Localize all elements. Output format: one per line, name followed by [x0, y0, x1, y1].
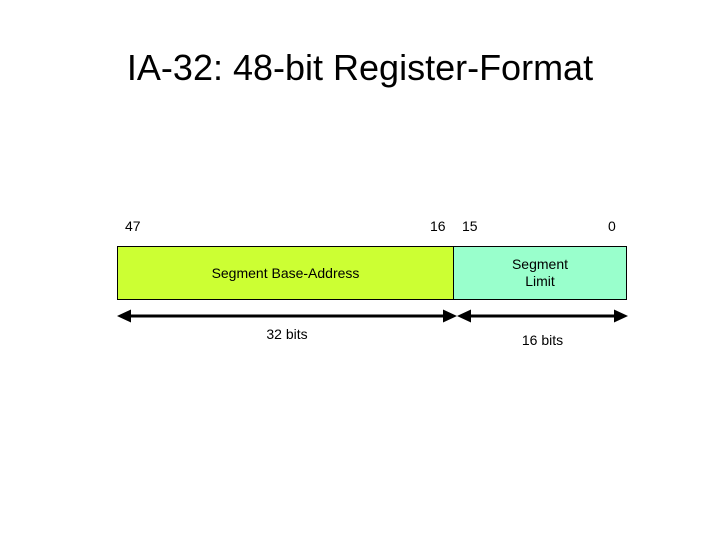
- register-field-label-base: Segment Base-Address: [211, 264, 360, 281]
- double-arrow-icon: [117, 309, 457, 323]
- double-arrow-icon: [457, 309, 628, 323]
- dimension-arrow-limit-width: [457, 309, 628, 323]
- register-field-segment-base-address: Segment Base-Address: [117, 246, 454, 300]
- register-field-row: Segment Base-Address Segment Limit: [117, 246, 628, 300]
- bit-label-lsb: 0: [608, 218, 616, 234]
- dimension-caption-limit-width: 16 bits: [521, 332, 564, 348]
- bit-label-msb: 47: [125, 218, 141, 234]
- bit-label-limit-msb: 15: [462, 218, 478, 234]
- register-field-segment-limit: Segment Limit: [453, 246, 627, 300]
- bit-label-base-lsb: 16: [430, 218, 446, 234]
- dimension-caption-base-width: 32 bits: [266, 326, 308, 342]
- dimension-arrow-base-width: [117, 309, 457, 323]
- page-title: IA-32: 48-bit Register-Format: [126, 47, 594, 88]
- register-field-label-limit: Segment Limit: [511, 256, 569, 289]
